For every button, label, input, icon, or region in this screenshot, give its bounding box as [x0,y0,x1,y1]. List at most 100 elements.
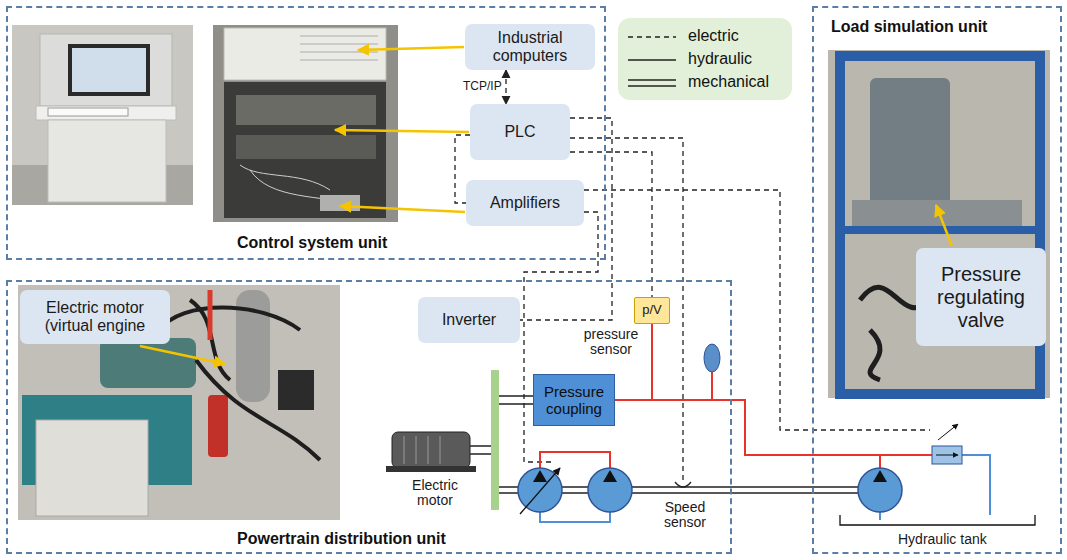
pump-triangle [603,470,617,482]
hydraulic-line [652,400,932,455]
console-photo [12,25,193,205]
region-title: Control system unit [234,234,390,252]
node-label: p/V [642,303,662,318]
callout-arrow [140,346,225,364]
legend-label: hydraulic [688,50,752,68]
load-pump [858,468,902,512]
valve-adjust-arrow [938,424,958,440]
callout-arrow [936,205,952,246]
part-label: Electric motor [395,478,475,509]
callout-box: Pressure regulating valve [916,248,1046,346]
process-box: Inverter [418,297,520,343]
tank-top [852,200,1022,226]
frame-bar [840,226,1040,234]
gear-bar [491,370,499,510]
process-box: Amplifiers [466,180,584,226]
unit-region: Control system unit Industrial computersP… [6,6,606,260]
hydraulic-line [879,455,881,468]
sensor-unit [278,370,314,410]
electric-motor-symbol [386,432,476,472]
pump-triangle [873,470,887,482]
hydraulic-line [540,452,610,468]
coupling-box: Pressure coupling [533,374,615,426]
relief-valve-symbol [932,424,962,464]
pump-circle [588,468,632,512]
variable-arrow [520,468,560,514]
screen-display [72,48,146,92]
motor-fin [440,436,441,464]
unit-region: Powertrain distribution unit Electric mot… [6,280,732,554]
motor-fin [416,436,417,464]
hoses [160,300,320,460]
motor-photo [870,78,950,208]
tank-bracket [840,515,1035,525]
amplifier-card [320,195,360,211]
process-box: Industrial computers [465,24,595,70]
legend-sample-dashed [628,36,676,38]
photo-ground [828,50,1050,398]
filter [208,395,228,457]
console-desk [36,106,176,120]
node-label: PLC [504,123,535,141]
node-label: Electric motor (virtual engine [26,299,164,336]
motor-fin [428,436,429,464]
valve-flow-arrow [936,455,958,456]
shaft [470,446,491,454]
region-title: Load simulation unit [828,18,990,36]
return-line [879,512,881,520]
callout-arrow [335,130,469,132]
callout-arrow [340,206,465,212]
part-label: Hydraulic tank [898,532,987,547]
pump-circle [518,468,562,512]
motor-pump [588,468,632,512]
return-line [962,455,990,515]
motor-base [386,466,476,472]
valve-body [932,446,962,464]
node-label: Pressure regulating valve [922,263,1040,332]
valve-signal-wire [584,190,930,430]
grill-line [300,44,378,45]
legend-label: electric [688,27,739,45]
motor-body [100,338,196,388]
pump-circle [858,468,902,512]
legend-box: electric hydraulic mechanical [618,18,792,100]
region-title: Powertrain distribution unit [234,530,449,548]
plc-rack [236,95,376,125]
motor-fin [404,436,405,464]
node-label: Inverter [442,311,496,329]
node-label: Pressure coupling [537,383,611,418]
photo-ground [18,285,340,520]
photo-ground [12,25,193,205]
console-body [48,120,166,202]
connector [505,70,506,104]
legend-sample-double [628,85,676,86]
part-label: pressure sensor [578,327,644,358]
computer-case [224,28,386,80]
cabinet-interior [224,82,386,218]
load-photo [828,50,1050,398]
grill-line [300,60,378,61]
terminal-rail [236,135,376,159]
cabinet-photo [213,25,398,222]
callout-arrow [358,47,464,50]
shaft [499,396,533,404]
electrical-box [36,420,148,516]
connector [570,152,652,297]
photo-ground [213,25,398,222]
node-label: Industrial computers [471,29,589,66]
unit-region: Load simulation unitPressure regulating … [812,6,1062,554]
variable-pump [518,468,562,514]
grill-line [300,36,378,37]
part-label: Speed sensor [655,500,715,531]
accumulator [704,344,720,372]
grill-line [300,52,378,53]
callout-box: Electric motor (virtual engine [20,290,170,344]
signal-label: TCP/IP [463,80,502,93]
sensor-box: p/V [634,297,670,324]
powertrain-photo [18,285,340,520]
legend-label: mechanical [688,73,769,91]
red-pipe [208,290,213,340]
keyboard [48,108,128,116]
legend-sample-solid [628,59,676,61]
console-screen [68,44,150,96]
